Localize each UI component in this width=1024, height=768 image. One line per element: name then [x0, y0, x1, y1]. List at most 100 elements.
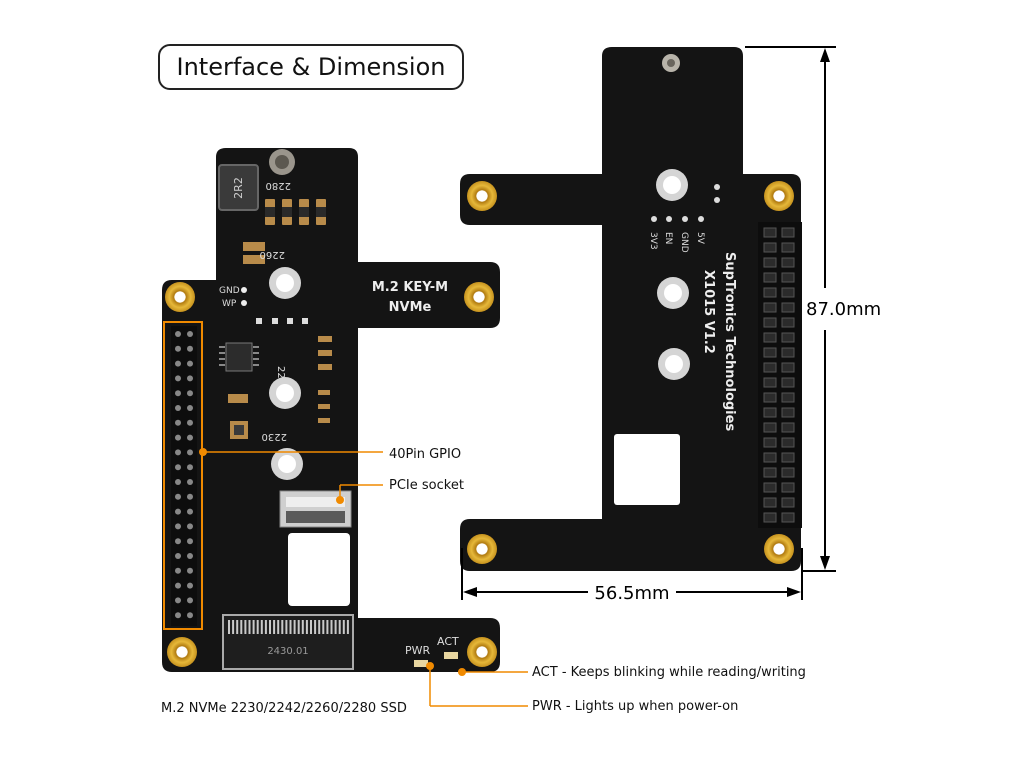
m2-contact: [293, 620, 296, 634]
m2-contact: [326, 620, 329, 634]
gpio-pin: [175, 345, 181, 352]
m2-contacts: [228, 620, 349, 634]
gpio-pin: [175, 479, 181, 485]
pcie-socket-top: [286, 497, 345, 507]
gpio-pin: [175, 331, 181, 337]
gpio-pin: [175, 538, 181, 545]
gpio-pin: [175, 567, 181, 574]
small-parts: [318, 390, 330, 423]
gpio-pin: [763, 332, 777, 343]
m2-contact: [269, 620, 271, 634]
m2-connector: [222, 614, 354, 670]
back-board: 3V3 EN GND 5V SupTronics Technologies X1…: [460, 47, 802, 571]
gpio-pin: [187, 553, 193, 559]
size-label-2280: 2280: [266, 180, 291, 191]
inductor-icon: [218, 164, 259, 211]
gpio-pin: [781, 512, 795, 523]
gpio-pin: [781, 407, 795, 418]
gpio-pin: [763, 362, 777, 373]
gpio-pin: [187, 582, 193, 589]
wp-pad: [241, 300, 247, 306]
gpio-pin: [187, 390, 193, 397]
gpio-pin: [781, 362, 795, 373]
gpio-pin: [187, 567, 193, 574]
gpio-pin: [781, 347, 795, 358]
height-dimension: [745, 46, 836, 572]
gpio-pin: [763, 317, 777, 328]
gpio-pin: [763, 227, 777, 238]
m2-contact: [236, 620, 239, 634]
m2-contact: [273, 620, 276, 634]
height-arrow-bottom: [820, 556, 830, 570]
m2-contact: [330, 620, 333, 634]
gpio-pin: [187, 479, 193, 485]
gpio-pin: [781, 377, 795, 388]
width-dimension-label: 56.5mm: [594, 583, 669, 604]
gpio-pin: [175, 493, 181, 500]
gpio-pin: [763, 452, 777, 463]
m2-contact: [232, 620, 235, 634]
gpio-pin: [763, 392, 777, 403]
gpio-pin: [781, 287, 795, 298]
size-label-2230: 2230: [262, 431, 287, 442]
mount-hole-icon: [764, 534, 794, 564]
callout-lines: [203, 451, 528, 707]
pcie-socket-slot: [286, 511, 345, 523]
gpio-pin: [175, 612, 181, 619]
gpio-pin: [781, 302, 795, 313]
standoff-screw-center: [667, 59, 675, 67]
board-cutout: [288, 533, 350, 606]
m2-contact: [252, 620, 255, 634]
act-led: [444, 652, 458, 659]
back-pin-label-en: EN: [663, 232, 673, 244]
gpio-header-front: [171, 326, 197, 626]
m2-contact: [264, 620, 267, 634]
gpio-pin: [187, 597, 193, 604]
gpio-pin: [187, 493, 193, 500]
standoff-screw-center: [275, 155, 289, 169]
gpio-pin: [187, 405, 193, 411]
width-dimension: [461, 548, 803, 600]
m2-contact: [277, 620, 280, 634]
callout-dot-act: [458, 668, 466, 676]
m2-contact: [346, 620, 349, 634]
inductor-label: 2R2: [232, 177, 245, 199]
standoff-hole-center: [276, 384, 294, 402]
title-box: Interface & Dimension: [158, 44, 464, 90]
act-led-label: ACT: [437, 635, 459, 648]
back-pin-label-3v3: 3V3: [648, 232, 658, 250]
pin-label-gnd: GND: [219, 286, 240, 296]
back-pcb-outline: [460, 47, 801, 571]
callout-pwr: PWR - Lights up when power-on: [532, 699, 738, 714]
m2-contact: [342, 620, 345, 634]
m2-contact: [240, 620, 243, 634]
gpio-pin: [175, 582, 181, 589]
gpio-pin: [175, 375, 181, 382]
m2-connector-label: 2430.01: [267, 646, 308, 657]
board-heading-line1: M.2 KEY-M: [372, 280, 448, 295]
gpio-pin: [187, 538, 193, 545]
callout-dot-pcie: [336, 496, 344, 504]
size-label-2260: 2260: [260, 249, 285, 260]
m2-contact: [334, 620, 337, 634]
back-pin-label-5v: 5V: [695, 232, 705, 245]
m2-contact: [244, 620, 247, 634]
callout-pcie: PCIe socket: [389, 478, 464, 493]
gpio-pin: [187, 464, 193, 471]
back-hole-center: [663, 176, 681, 194]
capacitor: [228, 394, 248, 403]
gpio-pin: [781, 452, 795, 463]
gpio-pin: [763, 422, 777, 433]
gpio-pin: [763, 257, 777, 268]
resistor-bodies: [265, 207, 326, 217]
gpio-pin: [175, 523, 181, 530]
gpio-pin: [781, 497, 795, 508]
gpio-pin: [187, 419, 193, 426]
mount-hole-icon: [467, 181, 497, 211]
mount-hole-icon: [467, 534, 497, 564]
test-pads: [256, 318, 308, 324]
gpio-pin: [781, 437, 795, 448]
gpio-pin: [175, 405, 181, 411]
m2-contact: [301, 620, 304, 634]
m2-contact: [289, 620, 292, 634]
